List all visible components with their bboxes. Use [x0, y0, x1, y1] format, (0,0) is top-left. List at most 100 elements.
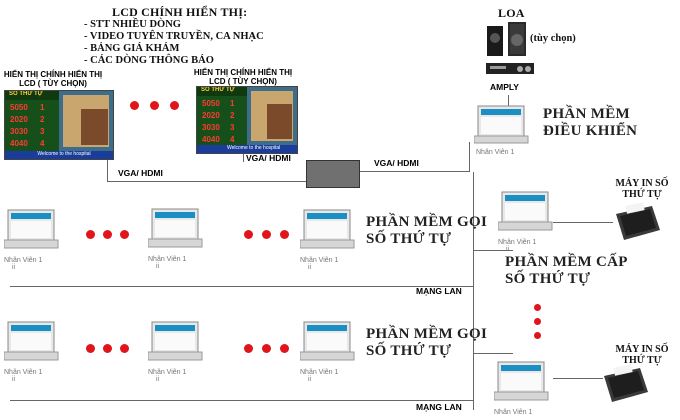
call-workstation-row1-2: Nhân Viên 1 ii: [147, 207, 206, 270]
lcd-main-bullet-4: - CÁC DÒNG THÔNG BÁO: [84, 55, 214, 66]
dot: [86, 344, 95, 353]
lan-line-2: [10, 400, 474, 401]
printer-label-2-line2: THỨ TỰ: [622, 355, 662, 366]
ticket-workstation-2: Nhân Viên 1: [493, 360, 552, 418]
dot: [262, 230, 271, 239]
call-workstation-row2-1: Nhân Viên 1 ii: [3, 320, 62, 383]
computer-icon: [299, 209, 355, 249]
call-software-label-1: PHẦN MỀM GỌI SỐ THỨ TỰ: [366, 214, 487, 248]
workstation-suffix: ii: [156, 263, 160, 270]
control-workstation-label: Nhân Viên 1: [476, 149, 515, 156]
dot: [280, 344, 289, 353]
dot: [534, 318, 541, 325]
lcd-main-title: LCD CHÍNH HIỂN THỊ:: [112, 5, 248, 19]
lcd-left-footer: Welcome to the hospital: [37, 151, 91, 157]
vga-line-left-vertical: [107, 158, 108, 182]
amplifier-icon: [486, 63, 534, 74]
ticket-printer-icon: [616, 202, 660, 240]
lcd-right-label: HIỂN THỊ CHÍNH HIỂN THỊ LCD ( TÙY CHỌN): [190, 68, 296, 86]
workstation-suffix: ii: [12, 264, 16, 271]
dot: [280, 230, 289, 239]
control-software-label: PHẦN MỀM ĐIỀU KHIỂN: [543, 106, 637, 140]
workstation-suffix: ii: [308, 264, 312, 271]
workstation-label: Nhân Viên 1: [148, 369, 187, 376]
call-software-2-line2: SỐ THỨ TỰ: [366, 343, 452, 359]
lcd-main-bullet-2: - VIDEO TUYÊN TRUYỀN, CA NHẠC: [84, 31, 264, 42]
dot: [534, 332, 541, 339]
vga-label-right: VGA/ HDMI: [374, 158, 419, 168]
computer-icon: [497, 191, 553, 231]
call-software-2-line1: PHẦN MỀM GỌI: [366, 326, 488, 342]
computer-icon: [299, 321, 355, 361]
printer-link-2: [553, 378, 603, 379]
printer-label-1-line1: MÁY IN SỐ: [615, 178, 669, 189]
dot: [86, 230, 95, 239]
lan-label-1: MẠNG LAN: [416, 286, 462, 296]
vga-label-middle: VGA/ HDMI: [246, 153, 291, 163]
call-workstation-row2-2: Nhân Viên 1 ii: [147, 320, 206, 383]
loa-label: LOA: [498, 6, 525, 20]
lcd-right-header: SỐ THỨ TỰ: [201, 87, 235, 93]
issue-software-line2: SỐ THỨ TỰ: [505, 271, 591, 287]
computer-icon: [493, 361, 549, 401]
vga-line-right-horizontal: [358, 171, 470, 172]
computer-icon: [473, 105, 529, 144]
vga-line-right-vertical: [469, 142, 470, 172]
control-workstation: Nhân Viên 1: [473, 104, 532, 158]
loa-optional: (tùy chọn): [530, 33, 576, 44]
lcd-left-header: SỐ THỨ TỰ: [9, 91, 43, 97]
call-workstation-row1-1: Nhân Viên 1 ii: [3, 208, 62, 271]
lan-line-1: [10, 286, 474, 287]
amply-label: AMPLY: [490, 82, 519, 92]
lcd-main-bullet-1: - STT NHIỀU DÒNG: [84, 19, 181, 30]
workstation-label: Nhân Viên 1: [300, 257, 339, 264]
control-software-line2: ĐIỀU KHIỂN: [543, 123, 638, 139]
printer-label-2: MÁY IN SỐ THỨ TỰ: [606, 344, 678, 366]
workstation-suffix: ii: [12, 376, 16, 383]
dot: [120, 344, 129, 353]
printer-label-1: MÁY IN SỐ THỨ TỰ: [606, 178, 678, 200]
dot: [150, 101, 159, 110]
video-splitter-box: [306, 160, 360, 188]
call-workstation-row2-3: Nhân Viên 1 ii: [299, 320, 358, 383]
printer-label-1-line2: THỨ TỰ: [622, 189, 662, 200]
dot: [130, 101, 139, 110]
lan-line-ticket-bottom: [473, 353, 513, 354]
workstation-label: Nhân Viên 1: [4, 257, 43, 264]
call-workstation-row1-3: Nhân Viên 1 ii: [299, 208, 358, 271]
lcd-left-label-line1: HIỂN THỊ CHÍNH HIỂN THỊ: [3, 70, 103, 79]
issue-software-label: PHẦN MỀM CẤP SỐ THỨ TỰ: [505, 254, 628, 288]
vga-label-left: VGA/ HDMI: [118, 168, 163, 178]
workstation-label: Nhân Viên 1: [300, 369, 339, 376]
call-software-1-line2: SỐ THỨ TỰ: [366, 231, 452, 247]
lcd-left-label: HIỂN THỊ CHÍNH HIỂN THỊ LCD ( TÙY CHỌN): [0, 70, 106, 88]
lan-line-ticket-top: [473, 250, 513, 251]
call-software-1-line1: PHẦN MỀM GỌI: [366, 214, 488, 230]
computer-icon: [147, 321, 203, 361]
issue-software-line1: PHẦN MỀM CẤP: [505, 254, 628, 270]
dot: [170, 101, 179, 110]
lan-backbone: [473, 172, 474, 410]
lan-label-2: MẠNG LAN: [416, 402, 462, 412]
workstation-suffix: ii: [156, 376, 160, 383]
workstation-suffix: ii: [308, 376, 312, 383]
workstation-label: Nhân Viên 1: [498, 239, 537, 246]
computer-icon: [3, 321, 59, 361]
speaker-icon: [487, 22, 526, 56]
lcd-right-label-line1: HIỂN THỊ CHÍNH HIỂN THỊ: [193, 68, 293, 77]
printer-label-2-line1: MÁY IN SỐ: [615, 344, 669, 355]
dot: [103, 230, 112, 239]
computer-icon: [147, 208, 203, 248]
dot: [120, 230, 129, 239]
ticket-workstation-1: Nhân Viên 1 ii: [497, 190, 556, 253]
lcd-main-bullet-3: - BẢNG GIÁ KHÁM: [84, 43, 180, 54]
workstation-label: Nhân Viên 1: [494, 409, 533, 416]
computer-icon: [3, 209, 59, 249]
